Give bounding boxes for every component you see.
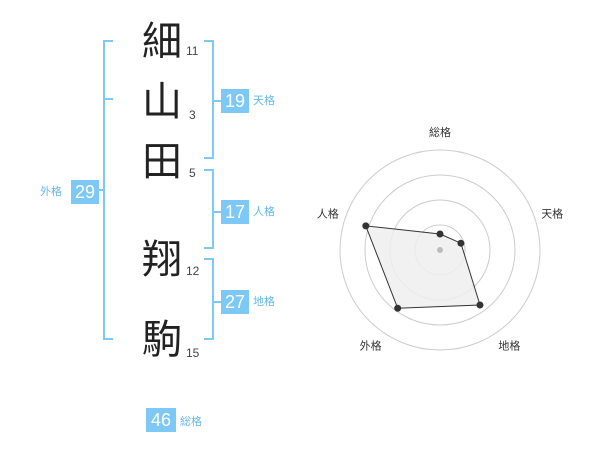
- chikaku-value: 27: [221, 290, 249, 314]
- tenkaku-label: 天格: [253, 94, 275, 107]
- stroke-count-5: 15: [186, 346, 200, 360]
- chikaku-label: 地格: [253, 295, 275, 308]
- gaikaku-label: 外格: [40, 185, 62, 198]
- radar-point-2: [457, 239, 465, 247]
- radar-point-4: [394, 304, 402, 312]
- radar-grid-ring-3: [364, 174, 516, 326]
- radar-point-5: [362, 222, 370, 230]
- jinkaku-value: 17: [221, 200, 249, 224]
- radar-axis-label-3: 地格: [498, 339, 520, 353]
- tenkaku-value: 19: [221, 89, 249, 113]
- tenkaku-bracket: [204, 40, 214, 159]
- radar-axis-label-5: 人格: [317, 207, 339, 221]
- name-char-5: 駒: [142, 317, 182, 363]
- radar-center-dot: [437, 247, 443, 253]
- radar-point-3: [476, 301, 484, 309]
- gaikaku-value: 29: [71, 180, 99, 204]
- name-char-2: 山: [142, 79, 182, 125]
- chikaku-bracket: [204, 258, 214, 340]
- stroke-count-4: 12: [186, 264, 200, 278]
- radar-axis-label-4: 外格: [360, 339, 382, 353]
- stroke-count-3: 5: [189, 166, 196, 180]
- radar-grid-ring-4: [339, 149, 541, 351]
- jinkaku-bracket: [204, 169, 214, 249]
- stroke-count-2: 3: [189, 108, 196, 122]
- stroke-count-1: 11: [186, 44, 199, 58]
- name-char-1: 細: [142, 19, 182, 65]
- soukaku-value: 46: [146, 408, 176, 432]
- name-char-3: 田: [142, 139, 182, 185]
- name-char-4: 翔: [142, 237, 182, 283]
- radar-axis-label-2: 天格: [541, 207, 563, 221]
- radar-data-polygon: [365, 225, 481, 309]
- jinkaku-label: 人格: [253, 205, 275, 218]
- soukaku-label: 総格: [180, 415, 202, 428]
- radar-point-1: [436, 230, 444, 238]
- radar-axis-label-1: 総格: [429, 125, 451, 139]
